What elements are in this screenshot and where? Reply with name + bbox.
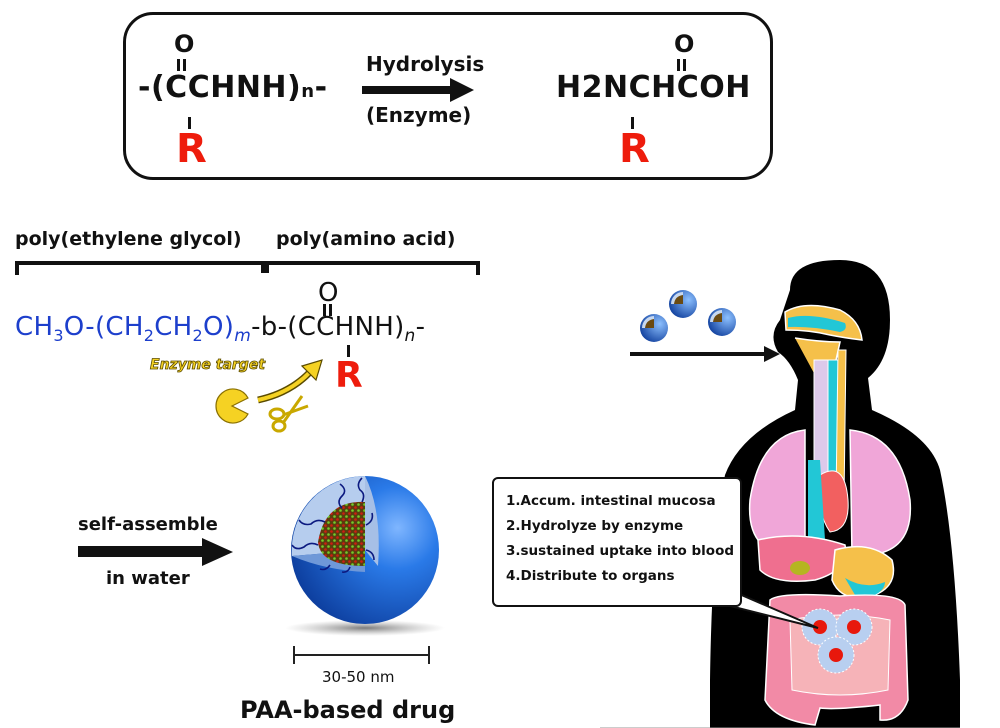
paa-formula: -b-(CCHNH)n-: [251, 312, 426, 346]
peg-block-label: poly(ethylene glycol): [15, 228, 242, 250]
arrow-label-hydrolysis: Hydrolysis: [366, 52, 485, 76]
micelle-sphere: [285, 476, 445, 636]
step-item: 3.sustained uptake into blood: [506, 543, 735, 559]
reactant-side-chain-r: R: [176, 126, 207, 172]
product-single-bond: [631, 117, 634, 129]
peg-formula: CH3O-(CH2CH2O)m: [15, 312, 252, 346]
gallbladder: [790, 561, 810, 575]
reactant-carbonyl-oxygen: O: [174, 30, 195, 58]
paa-block-label: poly(amino acid): [276, 228, 456, 250]
inhalation-arrow: [630, 346, 780, 362]
drug-particle: [640, 314, 668, 342]
drug-particles: [640, 290, 736, 342]
drug-particle: [708, 308, 736, 336]
bracket-mid-tick: [261, 261, 269, 273]
callout-pointer: [730, 588, 819, 629]
paa-carbonyl-oxygen: O: [318, 278, 339, 308]
paa-double-bond: [323, 304, 332, 316]
paa-drug-caption: PAA-based drug: [240, 696, 456, 724]
reactant-formula: -(CCHNH)n-: [138, 70, 328, 105]
in-water-label: in water: [106, 568, 190, 589]
paa-side-chain-r: R: [335, 355, 363, 396]
bracket-right-tick: [476, 261, 480, 275]
enzyme-target-label: Enzyme target: [150, 357, 266, 374]
reactant-double-bond: [177, 59, 186, 71]
copolymer-formula: CH3O-(CH2CH2O)m-b-(CCHNH)n-: [15, 312, 426, 346]
scissors-icon: [268, 395, 309, 433]
scale-label: 30-50 nm: [322, 668, 395, 686]
self-assemble-label: self-assemble: [78, 514, 218, 535]
human-body-diagram: [600, 260, 960, 728]
enzyme-target-arrow: [257, 359, 323, 404]
pacman-enzyme-icon: [215, 388, 249, 424]
step-item: 2.Hydrolyze by enzyme: [506, 518, 684, 534]
reaction-arrow: [362, 78, 474, 102]
product-carbonyl-oxygen: O: [674, 30, 695, 58]
bracket-left-tick: [15, 261, 19, 275]
arrow-label-enzyme: (Enzyme): [366, 103, 472, 127]
self-assemble-arrow: [78, 538, 233, 566]
product-formula: H2NCHCOH: [556, 70, 751, 105]
reactant-single-bond: [188, 117, 191, 129]
mechanism-callout: 1.Accum. intestinal mucosa 2.Hydrolyze b…: [492, 477, 742, 607]
step-item: 4.Distribute to organs: [506, 568, 675, 584]
particle-clusters: [801, 608, 873, 674]
step-item: 1.Accum. intestinal mucosa: [506, 493, 716, 509]
hydrolysis-reaction-box: [123, 12, 773, 180]
reactant-prefix: -(: [138, 70, 166, 105]
paa-single-bond: [347, 345, 350, 357]
drug-particle: [669, 290, 697, 318]
reactant-suffix: -: [314, 70, 328, 105]
block-bracket-line: [15, 261, 480, 265]
scale-bar: [293, 646, 430, 664]
product-side-chain-r: R: [619, 126, 650, 172]
product-double-bond: [677, 59, 686, 71]
nasal-passage: [788, 315, 846, 332]
reactant-subscript-n: n: [301, 81, 315, 102]
reactant-main: CCHNH): [165, 70, 302, 105]
